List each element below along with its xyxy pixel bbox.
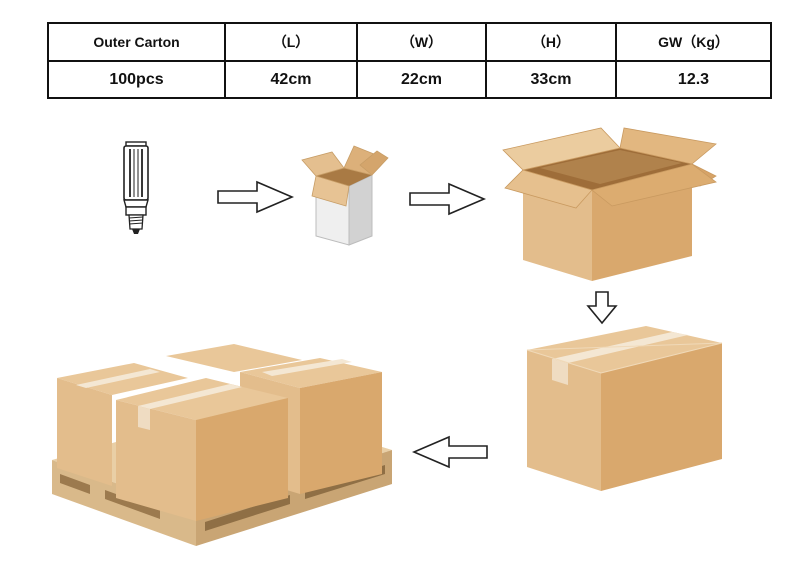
value-gross-weight: 12.3	[615, 60, 772, 99]
header-height: （H）	[485, 22, 617, 62]
value-height: 33cm	[485, 60, 617, 99]
header-gross-weight: GW（Kg）	[615, 22, 772, 62]
packing-spec-table: Outer Carton （L） （W） （H） GW（Kg） 100pcs 4…	[47, 22, 772, 99]
header-outer-carton: Outer Carton	[47, 22, 226, 62]
flow-arrow-down	[586, 291, 618, 325]
value-quantity: 100pcs	[47, 60, 226, 99]
flow-arrow-right-2	[409, 182, 487, 216]
spec-header-row: Outer Carton （L） （W） （H） GW（Kg）	[47, 22, 772, 62]
open-shipping-carton-icon	[502, 127, 717, 281]
value-width: 22cm	[356, 60, 487, 99]
palletized-cartons-icon	[52, 344, 392, 546]
flow-arrow-right-1	[217, 180, 295, 214]
spec-value-row: 100pcs 42cm 22cm 33cm 12.3	[47, 60, 772, 99]
sealed-shipping-carton-icon	[526, 326, 723, 491]
value-length: 42cm	[224, 60, 358, 99]
corn-led-bulb-icon	[123, 141, 149, 234]
open-white-gift-box-icon	[301, 145, 389, 246]
header-length: （L）	[224, 22, 358, 62]
header-width: （W）	[356, 22, 487, 62]
flow-arrow-left	[411, 435, 488, 469]
